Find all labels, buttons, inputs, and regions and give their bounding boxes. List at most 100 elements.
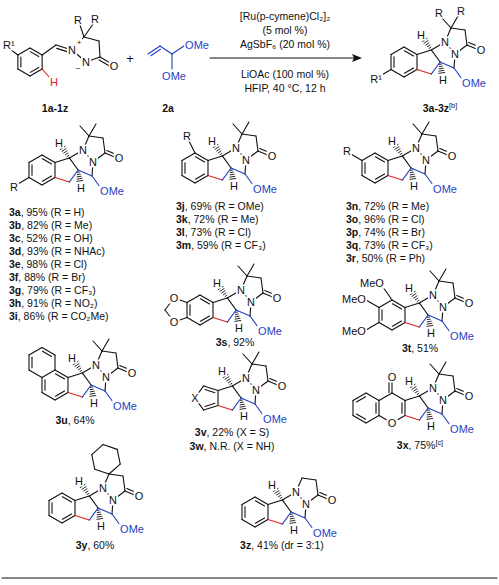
atom-label: R xyxy=(434,8,444,19)
bond-line xyxy=(267,505,268,520)
bond-line xyxy=(2,577,497,578)
bond-line xyxy=(430,271,439,281)
text-run: N xyxy=(451,48,459,60)
bond-line xyxy=(29,348,42,356)
text-run: R xyxy=(435,7,443,19)
bond-line xyxy=(28,355,29,370)
bond-line xyxy=(29,370,42,378)
bond-line xyxy=(42,370,55,378)
bond-line xyxy=(102,351,116,353)
bond-line xyxy=(242,134,256,136)
text-run: R xyxy=(74,14,82,26)
text-run: OMe xyxy=(263,413,287,425)
bond-line xyxy=(255,501,264,506)
bond-line xyxy=(90,389,93,390)
bond-line xyxy=(195,157,204,162)
text-run: , N.R. (X = NH) xyxy=(204,440,275,452)
bond-line xyxy=(402,156,411,168)
text-run: O xyxy=(273,292,282,304)
yield-entry: 3h, 91% (R = NO₂) xyxy=(8,298,98,309)
text-run: H xyxy=(213,277,221,289)
bond-line xyxy=(415,391,418,393)
bond-line xyxy=(82,487,86,490)
text-run: + xyxy=(77,38,82,47)
bond-line xyxy=(411,168,425,174)
compound-label: 3x, 75%[c] xyxy=(396,440,444,451)
bond-line xyxy=(77,366,80,368)
text-run: R xyxy=(343,145,351,157)
condition-text: LiOAc (100 mol %) xyxy=(240,69,330,80)
text-run: R¹ xyxy=(370,73,382,85)
text-run: H xyxy=(50,76,58,88)
atom-label: R xyxy=(456,6,466,17)
bond-line xyxy=(42,351,51,356)
atom-label: N xyxy=(81,57,91,68)
bond-line xyxy=(227,379,230,381)
bond-line xyxy=(84,24,93,37)
bond-line xyxy=(291,512,305,518)
bond-line xyxy=(103,445,117,450)
bond-line xyxy=(97,512,100,513)
bond-line xyxy=(427,317,429,318)
bond-line xyxy=(225,295,227,296)
bond-line xyxy=(200,295,213,303)
bond-line xyxy=(439,70,444,72)
text-run: N xyxy=(429,382,437,394)
text-run: , 69% (R = OMe) xyxy=(185,200,264,212)
text-run: OMe xyxy=(253,183,277,195)
compound-number: 3n xyxy=(346,200,358,212)
bond-line xyxy=(252,364,266,366)
bond-line xyxy=(210,57,356,58)
bond-line xyxy=(427,323,432,325)
bond-line xyxy=(67,378,68,393)
bond-line xyxy=(116,353,118,368)
bond-line xyxy=(393,57,394,68)
bond-line xyxy=(233,124,242,134)
bond-line xyxy=(240,406,245,408)
bond-line xyxy=(404,68,413,73)
yield-entry: 3k, 72% (R = Me) xyxy=(175,214,260,225)
compound-label: 3y, 60% xyxy=(75,540,116,551)
compound-number: 3m xyxy=(176,239,191,251)
text-run: , 75% xyxy=(409,439,436,451)
yield-entry: 3n, 72% (R = Me) xyxy=(345,201,430,212)
yield-entry: 3e, 98% (R = Cl) xyxy=(8,259,88,270)
bond-line xyxy=(383,287,392,300)
text-run: H xyxy=(439,74,447,86)
bond-line xyxy=(241,505,242,520)
bond-line xyxy=(97,510,99,511)
compound-label: 3u, 64% xyxy=(54,415,95,426)
bond-line xyxy=(419,408,428,420)
bond-line xyxy=(42,348,55,356)
bond-line xyxy=(290,518,294,520)
bond-line xyxy=(428,408,442,414)
text-run: OMe xyxy=(313,527,337,539)
bond-line xyxy=(451,16,458,28)
bond-line xyxy=(404,401,405,416)
text-run: O xyxy=(328,494,337,506)
bond-line xyxy=(366,300,379,308)
bond-line xyxy=(352,401,353,416)
atom-label: R xyxy=(342,146,352,157)
reaction-arrowhead xyxy=(352,54,362,62)
text-run: , 64% xyxy=(68,414,95,426)
compound-label: 1a-1z xyxy=(41,103,69,114)
bond-line xyxy=(49,516,62,524)
atom-label: O xyxy=(387,372,398,383)
bond-line xyxy=(232,386,241,398)
bond-line xyxy=(405,396,419,401)
atom-label: H xyxy=(74,476,84,487)
bond-line xyxy=(427,412,430,413)
bond-line xyxy=(417,393,419,394)
compound-number: 3y xyxy=(76,539,88,551)
text-run: [Ru(p-cymene)Cl₂]₂ xyxy=(240,10,330,22)
bond-line xyxy=(240,400,242,401)
text-run: , 22% (X = S) xyxy=(206,426,269,438)
bond-line xyxy=(412,294,416,297)
bond-line xyxy=(90,391,94,393)
atom-label: H xyxy=(212,278,222,289)
atom-label: O xyxy=(272,293,283,304)
bond-line xyxy=(89,136,103,138)
bond-line xyxy=(429,47,431,48)
bond-line xyxy=(415,298,418,300)
